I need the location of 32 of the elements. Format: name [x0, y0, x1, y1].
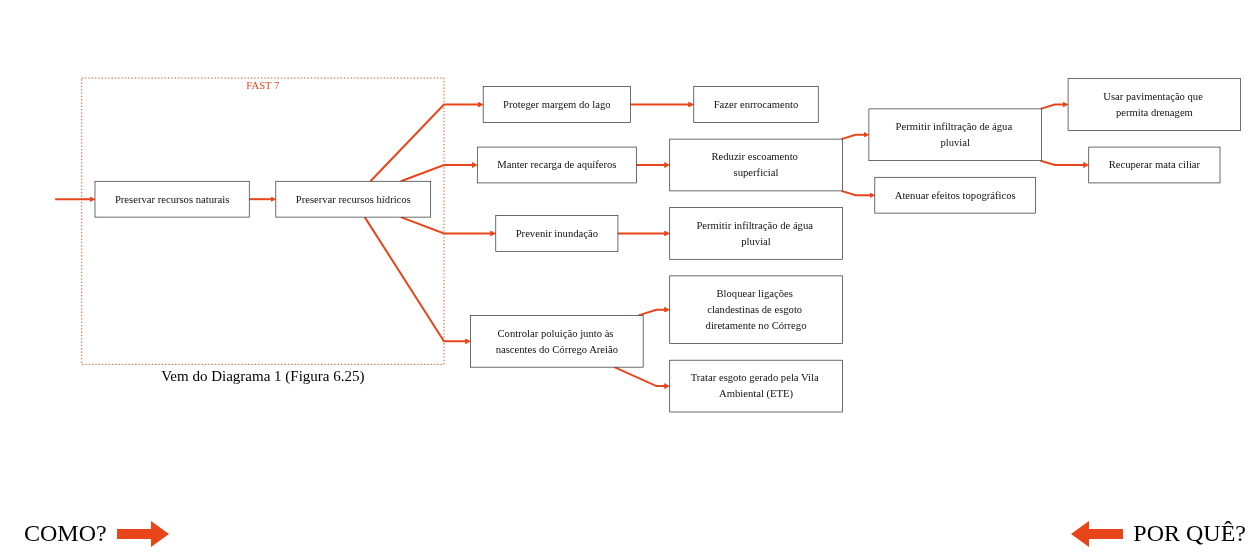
arrow — [1039, 101, 1069, 110]
node-box: Proteger margem do lago — [482, 86, 631, 123]
arrow — [248, 196, 277, 203]
node-box: Preservar recursos naturais — [94, 180, 250, 218]
arrow — [616, 230, 670, 237]
group-caption: Vem do Diagrama 1 (Figura 6.25) — [160, 368, 366, 386]
node-box: Reduzir escoamento superficial — [669, 138, 843, 192]
arrow — [54, 196, 96, 203]
node-box: Preservar recursos hídricos — [275, 180, 432, 218]
arrow — [1039, 159, 1089, 168]
node-box: Usar pavimentação que permita drenagem — [1067, 78, 1241, 131]
node-box: Bloquear ligações clandestinas de esgoto diretamente no Córrego — [669, 275, 843, 344]
arrow — [840, 131, 870, 141]
direction-label: COMO? — [24, 520, 107, 547]
arrow — [369, 101, 484, 183]
arrow — [840, 189, 876, 199]
arrow — [635, 162, 670, 168]
node-box: Permitir infiltração de água pluvial — [669, 207, 843, 260]
node-box: Controlar poluição junto às nascentes do Córrego Areião — [470, 315, 644, 368]
arrow — [363, 216, 471, 345]
node-box: Tratar esgoto gerado pela Vila Ambiental (ETE) — [669, 359, 843, 413]
node-box: Manter recarga de aquíferos — [476, 146, 637, 184]
node-box: Recuperar mata ciliar — [1088, 146, 1221, 184]
node-box: Atenuar efeitos topográficos — [874, 176, 1036, 214]
direction-label: POR QUÊ? — [1133, 520, 1246, 547]
node-box: Fazer enrrocamento — [693, 86, 819, 123]
arrow — [613, 366, 670, 389]
arrow — [629, 101, 695, 108]
node-box: Prevenir inundação — [495, 215, 619, 252]
arrow — [399, 162, 478, 183]
arrow — [637, 306, 670, 317]
node-box: Permitir infiltração de água pluvial — [868, 108, 1042, 161]
